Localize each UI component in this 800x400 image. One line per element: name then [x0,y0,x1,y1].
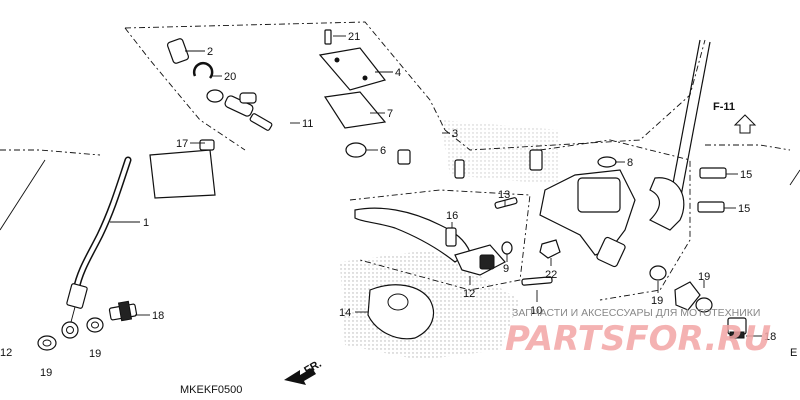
washer-8 [597,156,617,168]
watermark-caption: ЗАПЧАСТИ И АКСЕССУАРЫ ДЛЯ МОТОТЕХНИКИ [512,307,760,319]
screw-21 [324,29,332,45]
callout-1: 1 [143,217,149,229]
brake-hose-inner [74,158,130,292]
watermark-logo: PARTSFOR.RU [505,319,771,359]
fitting-2 [166,38,190,64]
assembly-outline-master [539,139,691,301]
nut-22 [539,239,561,259]
hose-neck [70,306,76,323]
hose-fitting [66,283,88,309]
callout-3: 3 [452,128,458,140]
callout-4: 4 [395,67,401,79]
cap-screw-hole [334,57,340,63]
guide-line-left [0,159,46,231]
callout-14: 14 [339,307,351,319]
piston-spring [239,92,257,104]
washer-19d [695,297,713,313]
callout-19a: 19 [40,367,52,379]
circlip-20 [192,61,214,79]
callout-11: 11 [302,118,313,130]
washer-19b-hole [91,321,99,329]
reservoir-cap-4 [318,47,387,91]
callout-17: 17 [176,138,188,150]
assembly-outline-far-left [0,149,101,156]
callout-19d: 19 [698,271,710,283]
hose-banjo-hole [66,326,74,334]
callout-18a: 18 [152,310,164,322]
handlebar-clamp [648,177,685,231]
lever-adjuster-knob [479,254,495,270]
assembly-outline-far-right [705,144,791,151]
diaphragm-plate-7 [323,91,387,129]
ref-f11: F-11 [713,101,735,113]
banjo-bolt-18b-head [729,331,745,339]
callout-7: 7 [387,108,393,120]
assembly-outline-left [124,27,246,151]
f11-arrow [733,114,757,134]
protector-hole [387,293,409,311]
callout-12: 12 [463,288,475,300]
callout-15b: 15 [738,203,750,215]
handlebar-inner [677,41,711,213]
lever-protector-14 [367,284,435,340]
callout-19c: 19 [651,295,663,307]
diaphragm-6 [345,142,367,158]
small-bolt-3b [529,149,543,171]
callout-21: 21 [348,31,360,43]
callout-22: 22 [545,269,557,281]
clamp-bolt-15b [697,201,725,213]
callout-8: 8 [627,157,633,169]
washer-19c [649,265,667,281]
callout-9: 9 [503,263,509,275]
callout-19b: 19 [89,348,101,360]
callout-15a: 15 [740,169,752,181]
piston-rod [249,113,273,131]
cap-17 [199,139,215,151]
guide-line-right [789,169,800,186]
master-cylinder-reservoir [577,177,621,213]
callout-18b: 18 [764,331,776,343]
callout-e-right: E [790,347,797,359]
callout-16: 16 [446,210,458,222]
small-bolt-3a [454,159,465,179]
spring-9 [501,241,513,255]
clamp-cover-part [149,149,216,199]
front-arrow [284,368,316,385]
banjo-bolt-18a-head [117,300,133,322]
ref-front: FR. [302,358,323,377]
callout-10: 10 [530,305,542,317]
assembly-outline-lever [349,189,531,291]
hose-fitting-right [674,281,701,311]
clamp-bolt-15a [699,167,727,179]
washer-19a-hole [42,339,52,347]
callout-e12-left: 12 [0,347,12,359]
small-bolt-3c [397,149,411,165]
master-cylinder-outlet [596,236,626,268]
callout-13: 13 [498,189,510,201]
callout-6: 6 [380,145,386,157]
push-rod-10 [521,276,553,286]
piston-ring [206,89,224,103]
diagram-code: MKEKF0500 [180,384,242,396]
pivot-bolt-16 [445,227,457,247]
assembly-outline-top [124,21,446,131]
callout-20: 20 [224,71,236,83]
cap-screw-hole-2 [362,75,368,81]
callout-2: 2 [207,46,213,58]
